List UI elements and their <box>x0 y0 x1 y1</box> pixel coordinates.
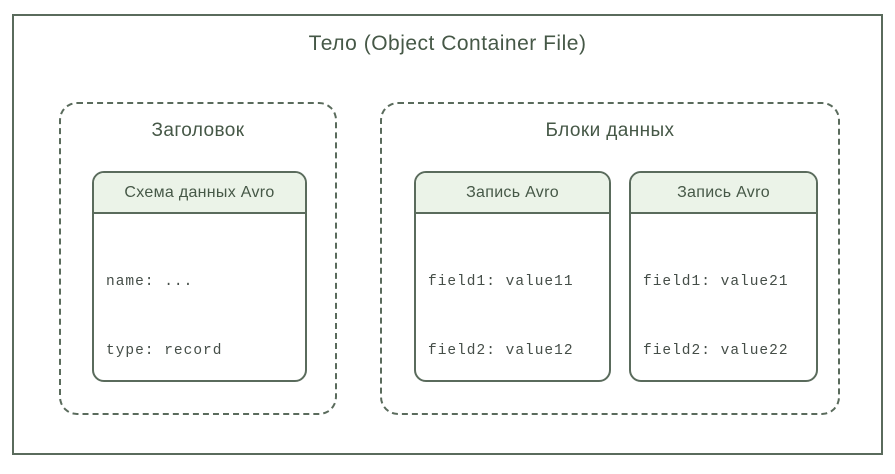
record-line: field2: value12 <box>428 343 574 359</box>
schema-line: name: ... <box>106 274 194 290</box>
data-blocks-group-box: Блоки данных Запись Avro field1: value11… <box>380 102 840 415</box>
diagram-title: Тело (Object Container File) <box>308 32 587 55</box>
header-group-box: Заголовок Схема данных Avro name: ... ty… <box>59 102 337 415</box>
avro-schema-card: Схема данных Avro name: ... type: record… <box>92 171 307 382</box>
avro-schema-card-title: Схема данных Avro <box>94 173 305 214</box>
header-group-title: Заголовок <box>151 120 245 141</box>
object-container-file-box: Тело (Object Container File) Заголовок С… <box>12 14 883 455</box>
schema-line: type: record <box>106 343 223 359</box>
record-line: field1: value11 <box>428 274 574 290</box>
avro-record-card-body: field1: value21 field2: value22 ... [sys… <box>631 214 816 380</box>
avro-record-card: Запись Avro field1: value11 field2: valu… <box>414 171 611 382</box>
avro-schema-card-body: name: ... type: record field1: datatype1… <box>94 214 305 380</box>
data-blocks-group-title: Блоки данных <box>545 120 675 141</box>
avro-record-card-title: Запись Avro <box>416 173 609 214</box>
record-line: field1: value21 <box>643 274 789 290</box>
avro-record-card-title: Запись Avro <box>631 173 816 214</box>
record-line: field2: value22 <box>643 343 789 359</box>
avro-record-card: Запись Avro field1: value21 field2: valu… <box>629 171 818 382</box>
avro-record-card-body: field1: value11 field2: value12 ... [sys… <box>416 214 609 380</box>
